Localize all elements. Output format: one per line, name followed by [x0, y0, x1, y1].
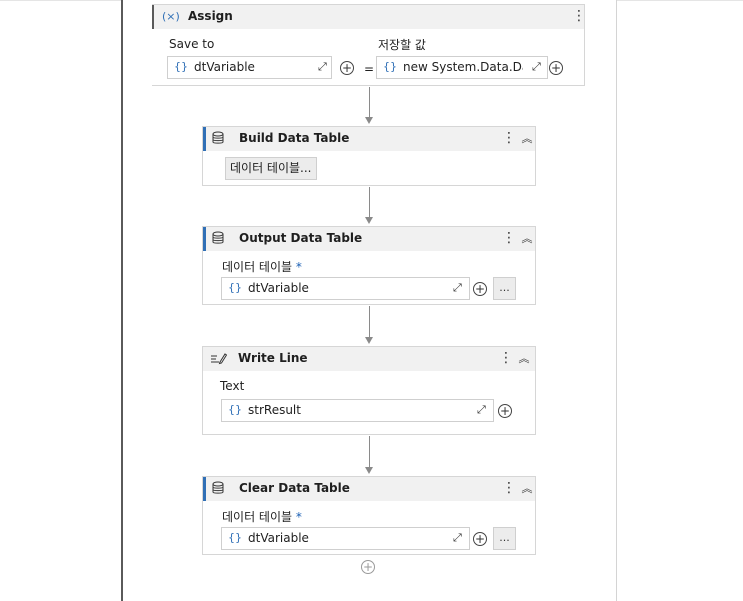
write-line-text-value: strResult — [248, 403, 301, 417]
connector-line — [369, 87, 370, 118]
field-label-text: 데이터 테이블 — [222, 510, 293, 524]
add-activity-icon[interactable]: + — [361, 560, 375, 574]
connector-arrow-icon — [365, 337, 373, 344]
build-data-table-more-options-icon[interactable]: ⋮ — [502, 130, 516, 146]
clear-data-table-title: Clear Data Table — [239, 481, 350, 495]
clear-data-table-value: dtVariable — [248, 531, 309, 545]
connector-line — [369, 436, 370, 468]
workflow-canvas: (×) Assign ⋮ Save to 저장할 값 {} dtVariable… — [121, 0, 617, 601]
clear-data-table-add-icon[interactable]: + — [473, 532, 487, 546]
write-line-activity[interactable]: Write Line ⋮ ︽ Text {} strResult ⤢ + — [202, 346, 536, 435]
expand-editor-icon[interactable]: ⤢ — [318, 60, 327, 73]
connector-line — [369, 306, 370, 338]
output-data-table-add-icon[interactable]: + — [473, 282, 487, 296]
write-line-icon — [211, 353, 227, 365]
expression-brace-icon: {} — [228, 403, 242, 416]
output-data-table-field-label: 데이터 테이블 * — [222, 258, 302, 275]
build-data-table-activity[interactable]: Build Data Table ⋮ ︽ 데이터 테이블... — [202, 126, 536, 186]
save-to-field[interactable]: {} dtVariable ⤢ — [167, 56, 332, 79]
required-mark: * — [295, 260, 302, 274]
clear-data-table-browse-button[interactable]: ... — [493, 527, 516, 550]
output-data-table-header[interactable]: Output Data Table ⋮ ︽ — [203, 227, 535, 251]
output-data-table-collapse-icon[interactable]: ︽ — [521, 232, 533, 245]
database-icon — [212, 231, 224, 244]
output-data-table-value: dtVariable — [248, 281, 309, 295]
value-to-save-field[interactable]: {} new System.Data.Data ⤢ — [376, 56, 548, 79]
build-data-table-collapse-icon[interactable]: ︽ — [521, 132, 533, 145]
write-line-text-field[interactable]: {} strResult ⤢ — [221, 399, 494, 422]
save-to-label: Save to — [169, 37, 215, 51]
expand-editor-icon[interactable]: ⤢ — [453, 531, 462, 544]
output-data-table-title: Output Data Table — [239, 231, 363, 245]
connector-arrow-icon — [365, 217, 373, 224]
clear-data-table-field-label: 데이터 테이블 * — [222, 508, 302, 525]
field-label-text: 데이터 테이블 — [222, 260, 293, 274]
expression-brace-icon: {} — [174, 60, 188, 73]
output-data-table-browse-button[interactable]: ... — [493, 277, 516, 300]
assign-variable-icon: (×) — [162, 10, 180, 23]
output-data-table-field[interactable]: {} dtVariable ⤢ — [221, 277, 470, 300]
expression-brace-icon: {} — [228, 281, 242, 294]
output-data-table-more-options-icon[interactable]: ⋮ — [502, 230, 516, 246]
output-data-table-activity[interactable]: Output Data Table ⋮ ︽ 데이터 테이블 * {} dtVar… — [202, 226, 536, 305]
write-line-title: Write Line — [238, 351, 308, 365]
save-to-value: dtVariable — [194, 60, 255, 74]
clear-data-table-header[interactable]: Clear Data Table ⋮ ︽ — [203, 477, 535, 501]
expand-editor-icon[interactable]: ⤢ — [532, 60, 541, 73]
build-data-table-header[interactable]: Build Data Table ⋮ ︽ — [203, 127, 535, 151]
build-data-table-wizard-button[interactable]: 데이터 테이블... — [225, 157, 317, 180]
expression-brace-icon: {} — [383, 60, 397, 73]
write-line-header[interactable]: Write Line ⋮ ︽ — [203, 347, 535, 371]
value-to-save-add-icon[interactable]: + — [549, 61, 563, 75]
assign-header[interactable]: (×) Assign ⋮ — [152, 5, 586, 29]
assign-more-options-icon[interactable]: ⋮ — [572, 8, 586, 24]
required-mark: * — [295, 510, 302, 524]
clear-data-table-collapse-icon[interactable]: ︽ — [521, 482, 533, 495]
save-to-add-icon[interactable]: + — [340, 61, 354, 75]
assign-title: Assign — [188, 9, 233, 23]
assign-equals-sign: = — [364, 62, 375, 76]
clear-data-table-more-options-icon[interactable]: ⋮ — [502, 480, 516, 496]
clear-data-table-activity[interactable]: Clear Data Table ⋮ ︽ 데이터 테이블 * {} dtVari… — [202, 476, 536, 555]
connector-arrow-icon — [365, 117, 373, 124]
connector-arrow-icon — [365, 467, 373, 474]
clear-data-table-field[interactable]: {} dtVariable ⤢ — [221, 527, 470, 550]
value-to-save-expression: new System.Data.Data — [403, 60, 523, 74]
expression-brace-icon: {} — [228, 531, 242, 544]
write-line-add-icon[interactable]: + — [498, 404, 512, 418]
database-icon — [212, 481, 224, 494]
write-line-text-label: Text — [220, 379, 245, 393]
build-data-table-title: Build Data Table — [239, 131, 350, 145]
expand-editor-icon[interactable]: ⤢ — [453, 281, 462, 294]
write-line-more-options-icon[interactable]: ⋮ — [499, 350, 513, 366]
write-line-collapse-icon[interactable]: ︽ — [518, 352, 530, 365]
expand-editor-icon[interactable]: ⤢ — [477, 403, 486, 416]
value-to-save-label: 저장할 값 — [378, 38, 426, 52]
assign-activity[interactable]: (×) Assign ⋮ Save to 저장할 값 {} dtVariable… — [152, 4, 586, 86]
database-icon — [212, 131, 224, 144]
connector-line — [369, 187, 370, 218]
